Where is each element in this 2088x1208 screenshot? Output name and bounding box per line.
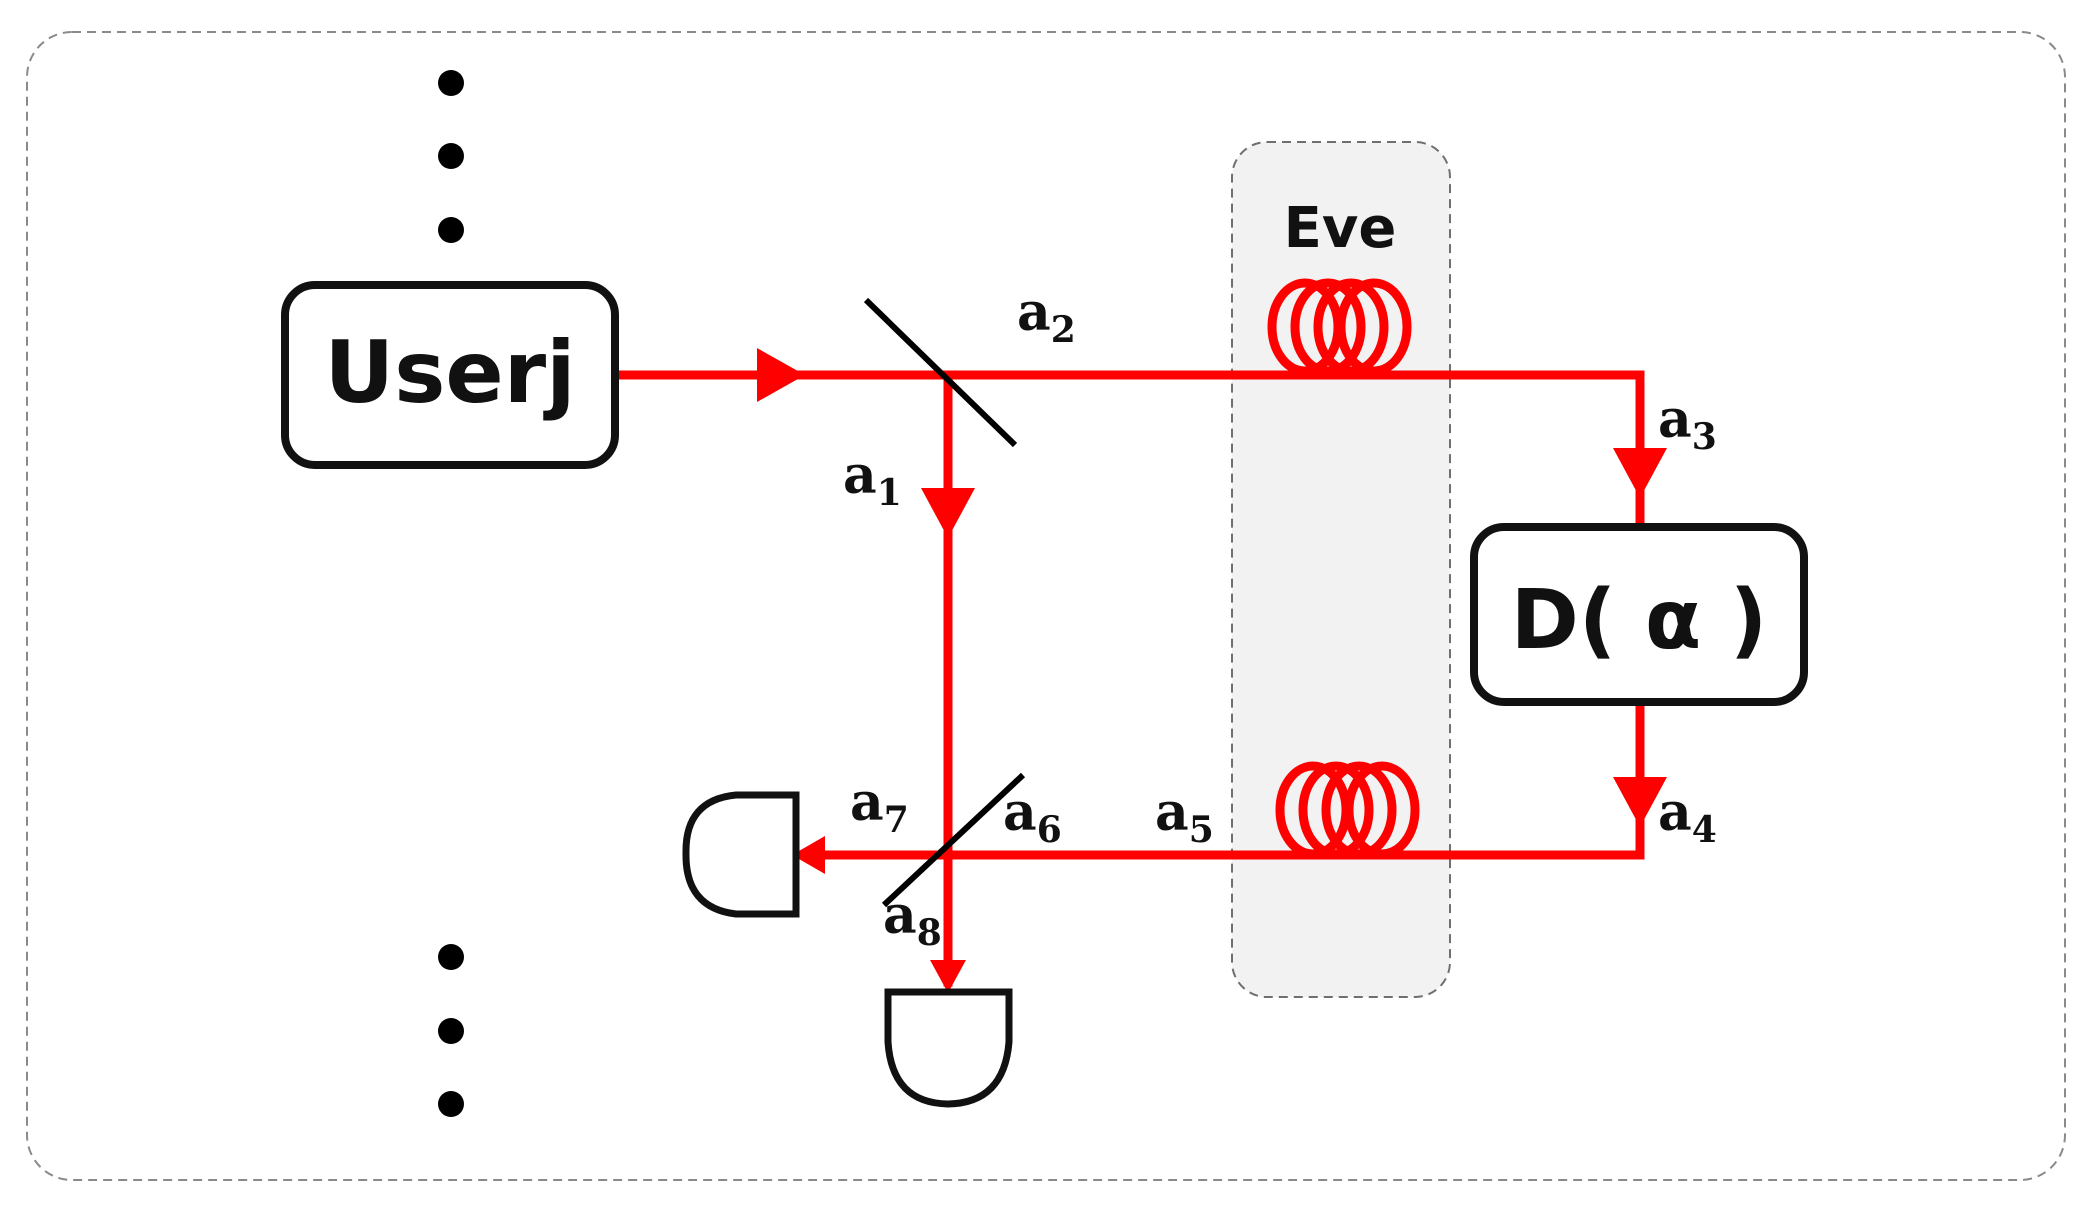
port-label-a5: a5 xyxy=(1155,782,1214,851)
detector-left-icon xyxy=(682,791,800,918)
ellipsis-top-icon xyxy=(438,70,464,243)
ellipsis-bottom-icon xyxy=(438,944,464,1117)
arrow-down-icon xyxy=(921,488,975,538)
arrow-down-icon xyxy=(930,960,966,993)
port-label-a6: a6 xyxy=(1003,782,1062,851)
port-label-a1: a1 xyxy=(843,445,902,514)
beam-a4-to-a5 xyxy=(800,695,1645,860)
port-label-a3: a3 xyxy=(1658,389,1717,458)
fiber-coil-bottom-icon xyxy=(1275,761,1420,859)
port-label-a7: a7 xyxy=(850,772,909,841)
eve-label: Eve xyxy=(1284,196,1397,261)
arrow-right-icon xyxy=(757,348,805,402)
user-box xyxy=(281,281,619,469)
beam-splitter-bottom-icon xyxy=(881,772,1026,908)
user-label: Userj xyxy=(324,323,575,423)
port-label-a2: a2 xyxy=(1017,282,1076,351)
arrow-down-icon xyxy=(1613,448,1667,498)
port-label-a8: a8 xyxy=(883,885,942,954)
eve-region xyxy=(1231,141,1451,998)
arrowheads xyxy=(757,348,1667,993)
fiber-coil-top-icon xyxy=(1267,278,1412,376)
arrow-left-icon xyxy=(792,836,825,874)
beam-splitter-top-icon xyxy=(863,297,1018,448)
port-label-a4: a4 xyxy=(1658,782,1717,851)
arrow-down-icon xyxy=(1613,777,1667,827)
displacement-label: D( α ) xyxy=(1511,573,1767,668)
displacement-box xyxy=(1470,523,1808,706)
detector-bottom-icon xyxy=(884,988,1013,1108)
